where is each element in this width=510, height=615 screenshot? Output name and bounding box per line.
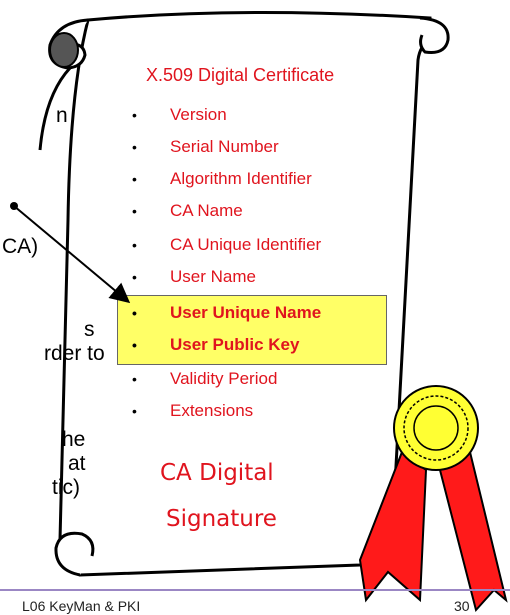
- scroll-bottom-curl: [54, 531, 95, 577]
- pointer-line: [13, 205, 131, 304]
- left-text-he: he: [62, 428, 86, 451]
- bullet-icon: •: [132, 305, 137, 321]
- field-user-name: • User Name: [132, 264, 256, 290]
- field-label: Validity Period: [170, 369, 278, 388]
- bullet-icon: •: [132, 269, 137, 285]
- bullet-icon: •: [132, 237, 137, 253]
- field-label: User Name: [170, 267, 256, 286]
- footer-course: L06 KeyMan & PKI: [22, 598, 141, 614]
- rosette-inner: [413, 405, 459, 451]
- footer-page-number: 30: [454, 598, 470, 614]
- field-label: CA Name: [170, 201, 243, 220]
- field-user-public-key: • User Public Key: [132, 332, 299, 358]
- field-label: User Unique Name: [170, 303, 322, 322]
- field-label: Version: [170, 105, 227, 124]
- bullet-icon: •: [132, 203, 137, 219]
- bullet-icon: •: [132, 171, 137, 187]
- bullet-icon: •: [132, 371, 137, 387]
- signature-line-2: Signature: [166, 506, 277, 532]
- left-text-tic: tic): [52, 476, 80, 499]
- bullet-icon: •: [132, 139, 137, 155]
- signature-line-1: CA Digital: [160, 460, 274, 486]
- left-text-n: n: [56, 104, 68, 127]
- field-label: CA Unique Identifier: [170, 235, 322, 254]
- field-version: • Version: [132, 102, 227, 128]
- field-label: Algorithm Identifier: [170, 169, 312, 188]
- ribbon-left: [358, 450, 428, 603]
- field-label: Extensions: [170, 401, 254, 420]
- left-text-rder: rder to: [44, 342, 105, 365]
- bullet-icon: •: [132, 107, 137, 123]
- left-text-s: s: [84, 318, 95, 341]
- field-serial-number: • Serial Number: [132, 134, 279, 160]
- scroll-top-curl: [419, 16, 450, 54]
- field-label: User Public Key: [170, 335, 300, 354]
- bullet-icon: •: [132, 337, 137, 353]
- certificate-title: X.509 Digital Certificate: [146, 65, 335, 85]
- field-ca-unique-identifier: • CA Unique Identifier: [132, 232, 321, 258]
- field-extensions: • Extensions: [132, 398, 253, 424]
- field-label: Serial Number: [170, 137, 279, 156]
- field-algorithm-identifier: • Algorithm Identifier: [132, 166, 312, 192]
- field-user-unique-name: • User Unique Name: [132, 300, 321, 326]
- field-ca-name: • CA Name: [132, 198, 243, 224]
- left-text-at: at: [68, 452, 86, 475]
- scroll-roll-shadow: [49, 32, 79, 68]
- ribbon-right: [438, 450, 508, 613]
- footer-rule: [0, 589, 510, 591]
- bullet-icon: •: [132, 403, 137, 419]
- left-text-ca: CA): [2, 235, 39, 258]
- highlight-box: [117, 295, 387, 365]
- field-validity-period: • Validity Period: [132, 366, 277, 392]
